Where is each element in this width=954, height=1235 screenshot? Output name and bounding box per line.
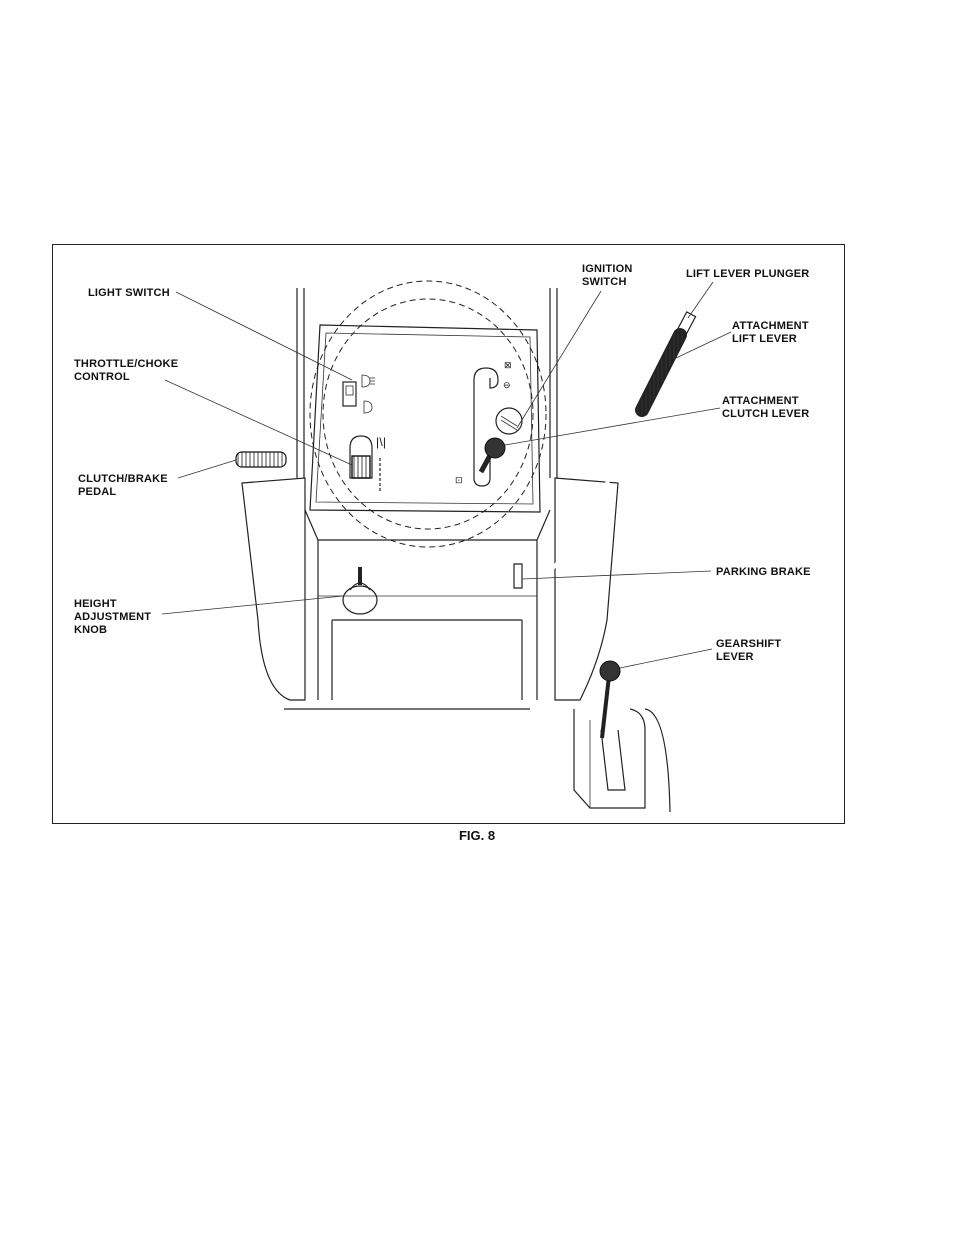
label-gearshift-2: LEVER (716, 651, 754, 663)
label-lift-plunger: LIFT LEVER PLUNGER (686, 268, 809, 280)
steering-wheel-outline (310, 281, 546, 547)
label-parking-brake: PARKING BRAKE (716, 566, 811, 578)
label-height-adjust-2: ADJUSTMENT (74, 611, 151, 623)
svg-text:⊠: ⊠ (504, 360, 512, 370)
label-clutch-brake-2: PEDAL (78, 486, 116, 498)
throttle-choke-control: |\| (350, 435, 386, 492)
figure-caption: FIG. 8 (0, 828, 954, 843)
label-attach-clutch-2: CLUTCH LEVER (722, 408, 809, 420)
label-ignition-2: SWITCH (582, 276, 627, 288)
label-ignition: IGNITION (582, 263, 633, 275)
label-attach-lift-2: LIFT LEVER (732, 333, 797, 345)
svg-text:⊡: ⊡ (455, 475, 463, 485)
attachment-clutch-lever: ⊡ (455, 438, 505, 485)
label-throttle-choke: THROTTLE/CHOKE (74, 358, 178, 370)
label-throttle-choke-2: CONTROL (74, 371, 130, 383)
labels: LIGHT SWITCH THROTTLE/CHOKE CONTROL CLUT… (74, 263, 811, 663)
parking-brake (514, 564, 522, 588)
label-attach-clutch: ATTACHMENT (722, 395, 799, 407)
light-switch (343, 375, 375, 413)
height-adjustment-knob (343, 567, 377, 614)
label-height-adjust: HEIGHT (74, 598, 117, 610)
label-clutch-brake: CLUTCH/BRAKE (78, 473, 168, 485)
left-fender-grid (242, 478, 305, 700)
label-height-adjust-3: KNOB (74, 624, 107, 636)
label-attach-lift: ATTACHMENT (732, 320, 809, 332)
label-gearshift: GEARSHIFT (716, 638, 781, 650)
leader-lines (162, 282, 731, 668)
svg-text:⊖: ⊖ (503, 380, 511, 390)
clutch-brake-pedal (236, 452, 286, 467)
gearshift-lever (574, 661, 670, 812)
label-light-switch: LIGHT SWITCH (88, 287, 170, 299)
svg-text:|\|: |\| (376, 435, 386, 449)
